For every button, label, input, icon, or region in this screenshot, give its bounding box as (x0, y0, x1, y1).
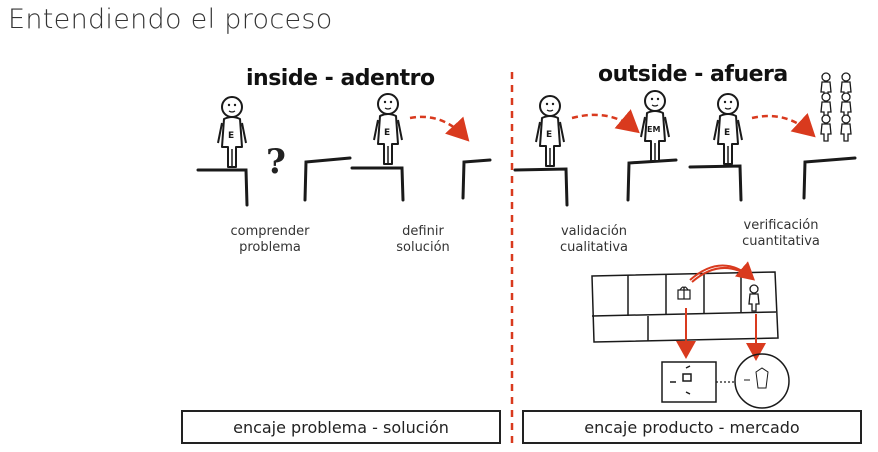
question-mark: ? (266, 142, 286, 182)
ledge-4 (461, 158, 492, 200)
market-board (591, 271, 779, 343)
ledge-6 (626, 158, 678, 202)
jump-arrow-1 (409, 115, 470, 142)
board-person (748, 284, 760, 312)
ledge-5 (513, 167, 569, 207)
fit-box-product-market: encaje producto - mercado (522, 410, 862, 444)
crowd-figures (820, 72, 852, 142)
swap-arrow-back (691, 266, 753, 283)
gift-icon (677, 286, 691, 300)
person-badge-4: EM (647, 125, 660, 134)
ledge-8 (802, 156, 857, 200)
product-sketch (661, 361, 717, 403)
inside-heading: inside - adentro (246, 66, 435, 91)
ledge-2 (303, 156, 352, 202)
outside-heading: outside - afuera (598, 62, 788, 87)
ledge-7 (688, 164, 743, 202)
ledge-3 (350, 166, 405, 202)
jump-arrow-3 (751, 112, 816, 138)
person-badge-1: E (228, 131, 234, 141)
person-badge-5: E (724, 128, 730, 138)
person-badge-3: E (546, 130, 552, 140)
jump-arrow-2 (571, 109, 640, 134)
person-badge-2: E (384, 128, 390, 138)
ledge-1 (196, 168, 249, 207)
market-sketch (734, 353, 790, 409)
slide-title: Entendiendo el proceso (8, 4, 333, 35)
fit-box-problem-solution: encaje problema - solución (181, 410, 501, 444)
